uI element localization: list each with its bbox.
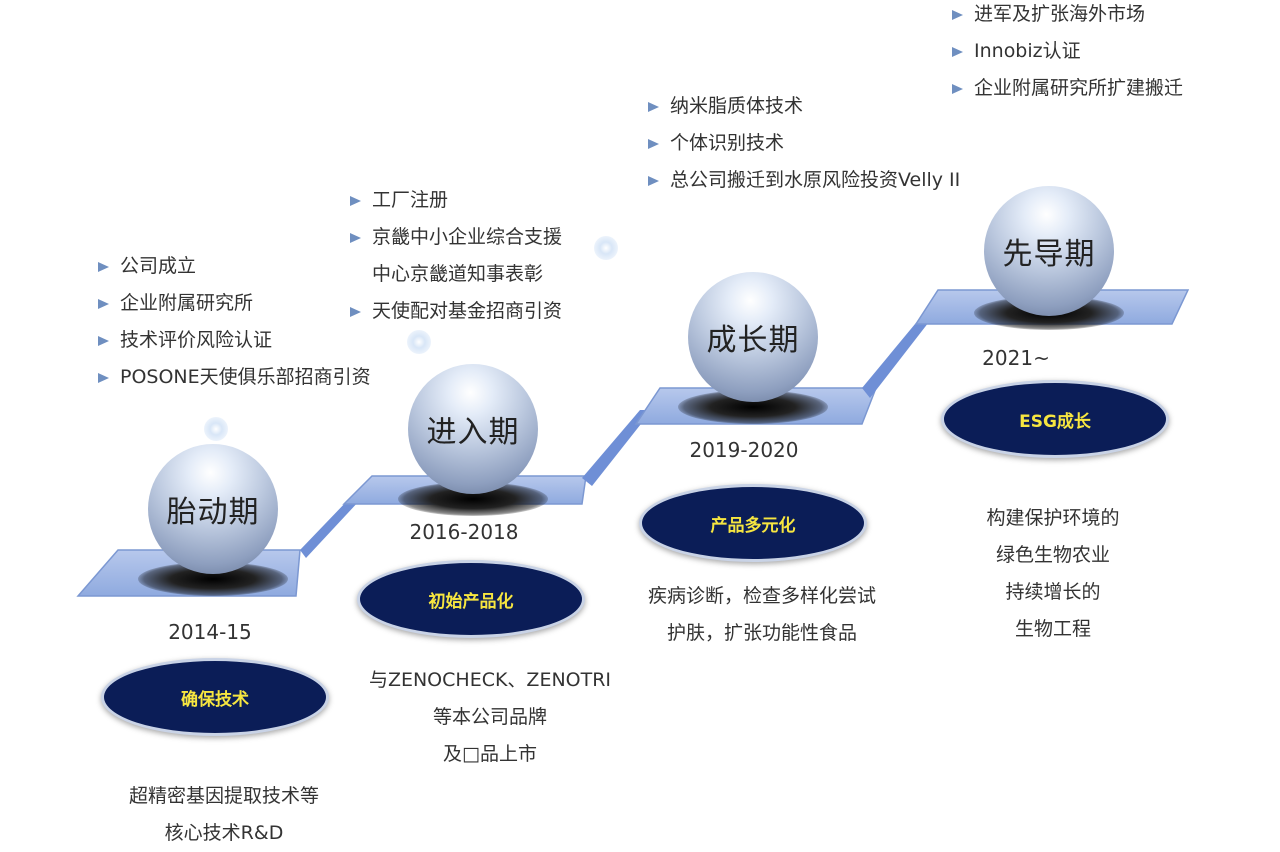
stage-4-name: 先导期: [1002, 237, 1096, 272]
stage-2-bullets: 工厂注册 京畿中小企业综合支援中心京畿道知事表彰 天使配对基金招商引资: [348, 182, 562, 330]
triangle-bullet-icon: [952, 84, 963, 94]
stage-4-badge: ESG成长: [941, 380, 1169, 458]
triangle-bullet-icon: [350, 196, 361, 206]
triangle-bullet-icon: [350, 307, 361, 317]
glow-dot: [594, 236, 618, 260]
stage-2-name: 进入期: [426, 415, 520, 450]
list-item: 技术评价风险认证: [96, 322, 371, 359]
stage-1-bullets: 公司成立 企业附属研究所 技术评价风险认证 POSONE天使俱乐部招商引资: [96, 248, 371, 396]
list-item: 企业附属研究所: [96, 285, 371, 322]
stage-2-sphere: 进入期: [408, 364, 538, 494]
stage-3-badge: 产品多元化: [639, 484, 867, 562]
stage-1-name: 胎动期: [166, 495, 260, 530]
list-item: 工厂注册: [348, 182, 562, 219]
stage-1-badge: 确保技术: [101, 658, 329, 736]
list-item: 企业附属研究所扩建搬迁: [950, 70, 1183, 107]
stage-1-description: 超精密基因提取技术等 核心技术R&D: [128, 785, 319, 844]
triangle-bullet-icon: [648, 176, 659, 186]
stage-2-description: 与ZENOCHECK、ZENOTRI 等本公司品牌 及□品上市: [368, 669, 612, 765]
list-item: 进军及扩张海外市场: [950, 0, 1183, 33]
triangle-bullet-icon: [98, 299, 109, 309]
list-item: 公司成立: [96, 248, 371, 285]
triangle-bullet-icon: [98, 336, 109, 346]
list-item: Innobiz认证: [950, 33, 1183, 70]
list-item: 京畿中小企业综合支援中心京畿道知事表彰: [348, 219, 562, 293]
triangle-bullet-icon: [350, 233, 361, 243]
riser-1: [300, 500, 360, 558]
stage-3-sphere: 成长期: [688, 272, 818, 402]
stage-4-year: 2021~: [982, 346, 1050, 370]
stage-4-bullets: 进军及扩张海外市场 Innobiz认证 企业附属研究所扩建搬迁: [950, 0, 1183, 107]
triangle-bullet-icon: [648, 139, 659, 149]
triangle-bullet-icon: [648, 102, 659, 112]
stage-2-year: 2016-2018: [409, 520, 519, 544]
list-item: 个体识别技术: [646, 125, 960, 162]
glow-dot: [407, 330, 431, 354]
triangle-bullet-icon: [952, 47, 963, 57]
triangle-bullet-icon: [952, 10, 963, 20]
stage-4-description: 构建保护环境的 绿色生物农业 持续增长的 生物工程: [986, 507, 1120, 640]
triangle-bullet-icon: [98, 373, 109, 383]
stage-2-badge: 初始产品化: [357, 560, 585, 638]
riser-2: [582, 410, 652, 486]
stage-3-bullets: 纳米脂质体技术 个体识别技术 总公司搬迁到水原风险投资Velly II: [646, 88, 960, 199]
riser-3: [862, 318, 932, 398]
stage-1-sphere: 胎动期: [148, 444, 278, 574]
list-item: 天使配对基金招商引资: [348, 293, 562, 330]
stage-1-year: 2014-15: [168, 620, 252, 644]
list-item: POSONE天使俱乐部招商引资: [96, 359, 371, 396]
stage-3-year: 2019-2020: [689, 438, 799, 462]
stage-4-sphere: 先导期: [984, 186, 1114, 316]
list-item: 纳米脂质体技术: [646, 88, 960, 125]
stage-3-description: 疾病诊断，检查多样化尝试 护肤，扩张功能性食品: [647, 585, 876, 644]
list-item: 总公司搬迁到水原风险投资Velly II: [646, 162, 960, 199]
stage-3-name: 成长期: [706, 323, 800, 358]
glow-dot: [204, 417, 228, 441]
triangle-bullet-icon: [98, 262, 109, 272]
